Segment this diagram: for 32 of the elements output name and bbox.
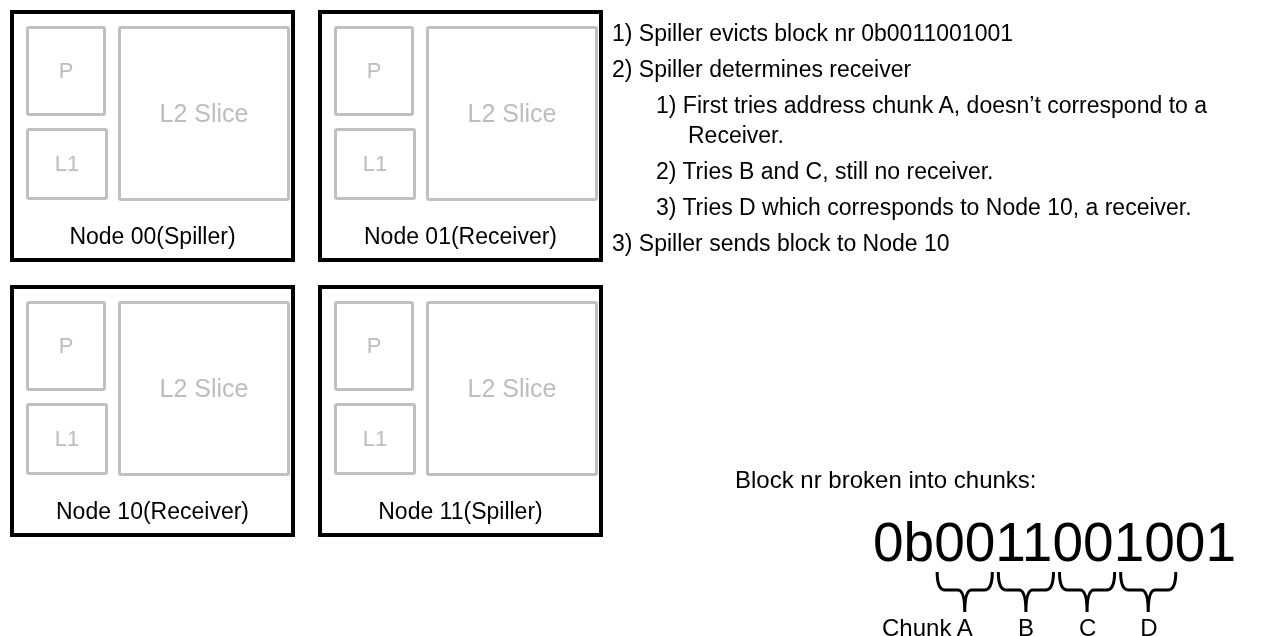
l2-slice-box: L2 Slice	[426, 26, 598, 201]
chunk-label: Chunk A	[882, 616, 973, 636]
node-box	[10, 285, 295, 537]
list-item: 1) First tries address chunk A, doesn’t correspond to a Receiver.	[656, 91, 1208, 150]
chunk-label: D	[1140, 616, 1158, 636]
node-title: Node 00(Spiller)	[68, 223, 237, 250]
node-title: Node 11(Spiller)	[377, 498, 544, 525]
l1-cache-box: L1	[334, 403, 416, 475]
processor-box: P	[26, 301, 106, 391]
l2-slice-box: L2 Slice	[118, 301, 290, 476]
list-item: 1) Spiller evicts block nr 0b0011001001	[612, 19, 1015, 48]
node-box	[318, 10, 603, 262]
node-title: Node 01(Receiver)	[363, 223, 558, 250]
l1-cache-box: L1	[26, 128, 108, 200]
processor-box: P	[26, 26, 106, 116]
node-title: Node 10(Receiver)	[55, 498, 250, 525]
chunk-label: C	[1079, 616, 1097, 636]
processor-box: P	[334, 26, 414, 116]
list-item: 2) Spiller determines receiver	[612, 55, 913, 84]
node-box	[318, 285, 603, 537]
l2-slice-box: L2 Slice	[426, 301, 598, 476]
note-text: Block nr broken into chunks:	[735, 468, 1037, 492]
list-item: 2) Tries B and C, still no receiver.	[656, 157, 995, 186]
processor-box: P	[334, 301, 414, 391]
node-box	[10, 10, 295, 262]
list-item: 3) Tries D which corresponds to Node 10, a receiver.	[656, 193, 1193, 222]
l2-slice-box: L2 Slice	[118, 26, 290, 201]
chunk-label: B	[1017, 616, 1034, 636]
l1-cache-box: L1	[26, 403, 108, 475]
l1-cache-box: L1	[334, 128, 416, 200]
list-item: 3) Spiller sends block to Node 10	[612, 229, 951, 258]
binary-number: 0b0011001001	[873, 515, 1236, 570]
